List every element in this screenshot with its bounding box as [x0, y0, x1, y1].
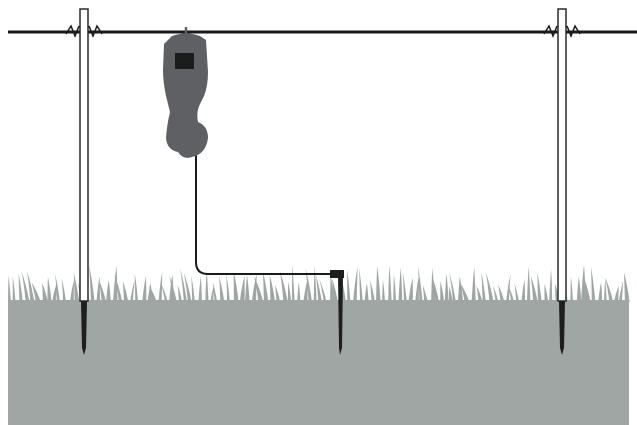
tester-screen	[175, 53, 194, 69]
fence-post-right	[543, 8, 581, 355]
fence-post-icon	[557, 8, 567, 302]
stake-spike	[338, 276, 343, 355]
ground	[8, 300, 629, 425]
insulator-clip	[543, 24, 581, 39]
ground-stake	[330, 270, 344, 355]
tester-lead	[195, 152, 334, 275]
tester-grip-notch	[201, 111, 207, 125]
fence-tester	[163, 27, 208, 158]
fence-post-icon	[79, 8, 89, 302]
insulator-clip	[65, 24, 103, 39]
grass	[8, 264, 630, 302]
grass-blades	[8, 264, 630, 302]
fence-tester-icon	[163, 33, 208, 158]
post-spike	[559, 301, 565, 355]
ground-stake-icon	[330, 270, 344, 278]
post-spike	[81, 301, 87, 355]
fence-post-left	[65, 8, 103, 355]
